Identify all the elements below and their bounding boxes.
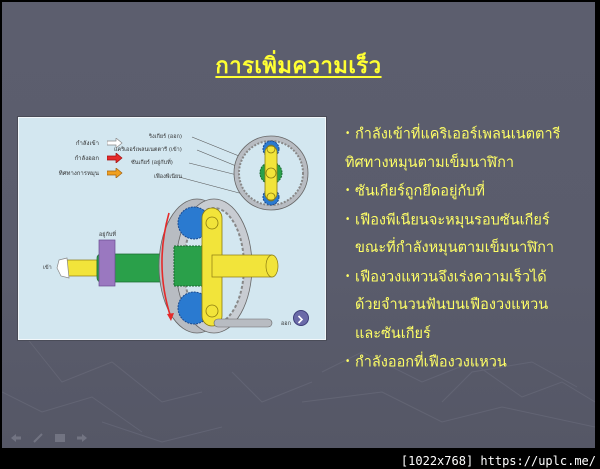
- bullet-list: •กำลังเข้าที่แคริเออร์เพลนเนตตารี ทิศทาง…: [345, 120, 595, 377]
- bullet-item: •กำลังเข้าที่แคริเออร์เพลนเนตตารี: [345, 120, 595, 149]
- front-view: [233, 135, 309, 211]
- bullet-item: •กำลังออกที่เฟืองวงแหวน: [345, 348, 595, 377]
- bullet-marker: •: [345, 185, 351, 196]
- bullet-continuation: ทิศทางหมุนตามเข็มนาฬิกา: [345, 154, 515, 171]
- next-button[interactable]: [293, 310, 309, 326]
- bullet-marker: •: [345, 356, 351, 367]
- bullet-item: •ซันเกียร์ถูกยึดอยู่กับที่: [345, 177, 595, 206]
- bullet-continuation: และซันเกียร์: [355, 325, 431, 342]
- label-input: เข้า: [43, 265, 52, 271]
- bullet-item: •เฟืองพีเนียนจะหมุนรอบซันเกียร์: [345, 206, 595, 235]
- label-output: ออก: [281, 321, 291, 327]
- previous-slide-icon[interactable]: [10, 428, 22, 442]
- legend-input-label: กำลังเข้า: [75, 140, 99, 147]
- slide: การเพิ่มความเร็ว กำลังเข้า กำลังออก ทิศท…: [2, 2, 595, 448]
- menu-icon[interactable]: [54, 428, 66, 442]
- callout-sun-gear: ซันเกียร์ (อยู่กับที่): [131, 160, 173, 166]
- callout-carrier: แคริเออร์เพลนเนตตารี (เข้า): [114, 147, 182, 153]
- legend-input: กำลังเข้า: [39, 138, 123, 148]
- slideshow-nav: [10, 428, 88, 443]
- legend-output-label: กำลังออก: [74, 155, 99, 162]
- label-fixed: อยู่กับที่: [99, 232, 116, 238]
- legend-output: กำลังออก: [39, 153, 123, 163]
- slide-title: การเพิ่มความเร็ว: [215, 54, 382, 79]
- callout-ring-gear: ริงเกียร์ (ออก): [149, 134, 183, 140]
- bullet-item: •เฟืองวงแหวนจึงเร่งความเร็วได้: [345, 263, 595, 292]
- bullet-continuation: ขณะที่กำลังหมุนตามเข็มนาฬิกา: [355, 240, 555, 256]
- chevron-right-icon: [297, 315, 304, 324]
- white-arrow-icon: [107, 138, 123, 148]
- footer-watermark: [1022x768] https://uplc.me/: [400, 454, 596, 468]
- next-slide-icon[interactable]: [76, 428, 88, 442]
- legend-rotation-label: ทิศทางการหมุน: [58, 170, 99, 177]
- bullet-continuation: ด้วยจำนวนฟันบนเฟืองวงแหวน: [355, 297, 549, 313]
- bullet-marker: •: [345, 270, 351, 282]
- gear-drawing: [56, 135, 309, 334]
- red-arrow-icon: [107, 153, 123, 163]
- bullet-marker: •: [345, 128, 351, 139]
- legend-rotation: ทิศทางการหมุน: [39, 168, 123, 178]
- orange-arrow-icon: [107, 168, 123, 178]
- bullet-marker: •: [345, 213, 351, 225]
- callout-pinion: เฟืองพีเนียน: [154, 174, 183, 180]
- pen-icon[interactable]: [32, 428, 44, 443]
- planetary-gear-diagram: กำลังเข้า กำลังออก ทิศทางการหมุน ริงเกีย…: [18, 117, 326, 340]
